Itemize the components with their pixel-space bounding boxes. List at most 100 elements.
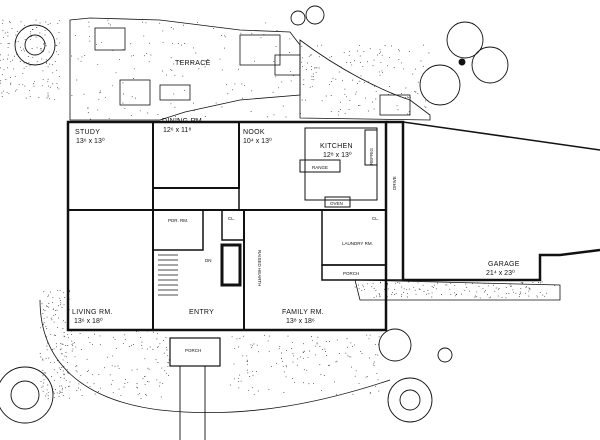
stipple-dot: [96, 43, 98, 45]
stipple-dot: [379, 295, 381, 297]
stipple-dot: [240, 32, 242, 34]
stipple-dot: [31, 48, 33, 49]
stipple-dot: [310, 54, 312, 56]
stipple-dot: [240, 380, 242, 382]
stipple-dot: [62, 395, 64, 397]
stipple-dot: [257, 390, 259, 392]
stipple-dot: [98, 391, 99, 393]
stipple-dot: [344, 88, 346, 90]
stipple-dot: [399, 282, 401, 284]
stipple-dot: [541, 281, 543, 283]
stipple-dot: [63, 292, 65, 294]
stipple-dot: [352, 79, 353, 81]
stipple-dot: [358, 287, 360, 289]
stipple-dot: [133, 78, 135, 79]
stipple-dot: [56, 392, 58, 394]
stipple-dot: [349, 99, 351, 101]
stipple-dot: [75, 370, 77, 372]
stipple-dot: [110, 24, 111, 26]
stipple-dot: [302, 343, 304, 345]
stipple-dot: [464, 289, 466, 291]
stipple-dot: [479, 297, 481, 299]
stipple-dot: [246, 363, 248, 365]
stipple-dot: [251, 90, 253, 92]
stipple-dot: [47, 81, 49, 83]
stipple-dot: [420, 60, 422, 62]
study-name: STUDY: [75, 129, 100, 136]
stipple-dot: [19, 61, 21, 62]
stipple-dot: [221, 34, 222, 36]
stipple-dot: [229, 384, 231, 386]
stipple-dot: [322, 349, 324, 351]
stipple-dot: [246, 359, 248, 361]
stipple-dot: [324, 351, 326, 352]
stipple-dot: [25, 65, 27, 67]
stipple-dot: [136, 386, 138, 388]
stipple-dot: [143, 55, 145, 57]
stipple-dot: [68, 397, 70, 399]
stipple-dot: [60, 348, 62, 350]
stipple-dot: [148, 381, 150, 383]
stipple-dot: [45, 59, 47, 61]
stipple-dot: [281, 352, 283, 354]
stipple-dot: [268, 350, 270, 352]
stipple-dot: [289, 52, 291, 53]
stipple-dot: [472, 283, 474, 284]
stipple-dot: [423, 44, 424, 46]
stipple-dot: [47, 305, 48, 307]
stipple-dot: [71, 95, 73, 97]
stipple-dot: [157, 346, 159, 348]
stipple-dot: [441, 294, 443, 295]
stipple-dot: [138, 393, 140, 395]
stipple-dot: [522, 282, 524, 283]
stipple-dot: [198, 68, 200, 70]
stipple-dot: [53, 361, 55, 363]
stipple-dot: [417, 81, 419, 83]
walls: [66, 120, 388, 332]
stipple-dot: [238, 346, 240, 348]
entry-label: ENTRY: [189, 309, 214, 316]
stipple-dot: [431, 296, 433, 298]
stipple-dot: [364, 81, 366, 83]
stipple-dot: [74, 342, 75, 344]
stipple-dot: [336, 393, 338, 395]
stipple-dot: [58, 317, 60, 319]
stipple-dot: [7, 67, 8, 69]
stipple-dot: [374, 343, 376, 345]
stipple-dot: [168, 359, 170, 361]
stipple-dot: [60, 302, 62, 304]
stipple-dot: [397, 49, 399, 51]
stipple-dot: [544, 295, 546, 297]
stipple-dot: [54, 98, 56, 100]
stipple-dot: [346, 62, 348, 63]
stipple-dot: [59, 349, 61, 351]
stipple-dot: [160, 396, 162, 398]
stipple-dot: [193, 102, 194, 104]
stipple-dot: [311, 85, 313, 87]
stipple-dot: [433, 284, 435, 286]
stipple-dot: [497, 295, 499, 297]
stipple-dot: [48, 303, 50, 305]
stipple-dot: [454, 285, 456, 287]
stipple-dot: [378, 336, 380, 338]
stipple-dot: [80, 60, 82, 62]
stipple-dot: [388, 56, 390, 58]
stipple-dot: [325, 95, 327, 97]
stipple-dot: [375, 98, 377, 100]
stipple-dot: [449, 288, 451, 290]
stipple-dot: [164, 370, 166, 372]
stipple-dot: [311, 339, 313, 341]
stipple-dot: [88, 369, 89, 371]
stipple-dot: [47, 94, 49, 96]
stipple-dot: [134, 97, 136, 99]
stipple-dot: [432, 287, 434, 289]
stipple-dot: [364, 288, 365, 290]
stipple-dot: [408, 281, 410, 283]
stipple-dot: [57, 289, 59, 291]
stipple-dot: [53, 393, 55, 395]
stipple-dot: [49, 23, 51, 25]
stipple-dot: [20, 46, 22, 48]
stipple-dot: [525, 287, 527, 289]
stipple-dot: [422, 65, 424, 67]
stipple-dot: [316, 45, 318, 47]
